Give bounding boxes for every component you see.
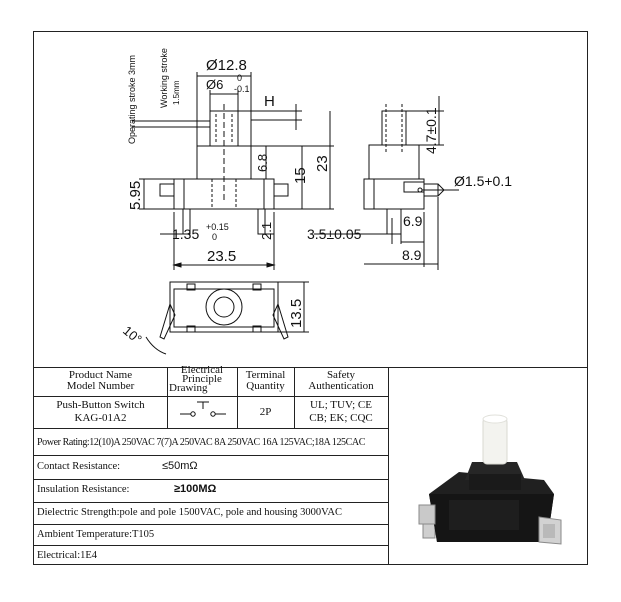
safety-certs-line2: CB; EK; CQC (309, 412, 373, 424)
dielectric-strength: Dielectric Strength:pole and pole 1500VA… (37, 507, 342, 518)
safety-certs-line1: UL; TUV; CE (310, 399, 372, 411)
header-safety-line2: Authentication (308, 380, 374, 392)
side-body-outline (363, 178, 425, 210)
spec-table: Product Name Model Number Electrical Pri… (34, 364, 587, 565)
dim-13-5: 13.5 (288, 299, 305, 328)
switch-symbol-icon (180, 401, 226, 417)
dim-1-35-tol-lower: 0 (212, 232, 217, 242)
dim-6-9: 6.9 (403, 213, 423, 229)
push-button-switch-image (418, 414, 562, 545)
contact-resistance-label: Contact Resistance: (37, 461, 121, 472)
insulation-resistance-value: ≥100MΩ (174, 483, 217, 495)
dim-working-stroke: Working stroke (159, 48, 169, 108)
dim-4-7: 4.7±0.1 (423, 107, 439, 154)
dim-8-9: 8.9 (402, 247, 422, 263)
terminal-quantity: 2P (259, 406, 272, 418)
dim-d6-tol-upper: 0 (237, 73, 242, 83)
model-number: KAG-01A2 (74, 412, 127, 424)
dim-d6: Ø6 (206, 77, 223, 92)
dim-d1-5: Ø1.5+0.1 (454, 173, 512, 189)
dim-working-stroke-value: 1.5mm (172, 80, 181, 105)
dim-1-35: 1.35 (172, 226, 199, 242)
dim-2-1: 2.1 (259, 222, 274, 240)
power-rating: Power Rating:12(10)A 250VAC 7(7)A 250VAC… (37, 437, 366, 448)
technical-drawing: Ø12.8 Ø6 0 -0.1 Operating stroke 3mm Wor… (34, 32, 587, 367)
electrical-life: Electrical:1E4 (37, 550, 98, 561)
dim-10-deg: 10° (120, 323, 145, 347)
header-electrical-line2: Principle (182, 373, 222, 385)
header-electrical-line1: Electrical (180, 364, 224, 376)
dim-15: 15 (292, 167, 309, 184)
bottom-view-circle (205, 288, 243, 326)
dim-operating-stroke: Operating stroke 3mm (127, 55, 137, 144)
header-terminal-line2: Quantity (246, 380, 285, 392)
dim-h-mark: H (264, 93, 275, 110)
product-name: Push-Button Switch (56, 399, 145, 411)
dim-23-5: 23.5 (207, 248, 236, 265)
ambient-temperature: Ambient Temperature:T105 (37, 529, 155, 540)
insulation-resistance-row: Insulation Resistance: ≥100MΩ (37, 483, 216, 495)
dim-3-5: 3.5±0.05 (307, 226, 362, 242)
dim-6-8: 6.8 (255, 154, 270, 172)
insulation-resistance-label: Insulation Resistance: (37, 484, 130, 495)
header-product-line1: Product Name (68, 369, 133, 381)
header-product-line2: Model Number (66, 380, 135, 392)
dim-5-95: 5.95 (127, 181, 144, 210)
header-terminal-line1: Terminal (245, 369, 286, 381)
dim-23: 23 (314, 155, 331, 172)
contact-resistance-row: Contact Resistance: ≤50mΩ (37, 460, 198, 472)
dim-d6-tol-lower: -0.1 (234, 84, 250, 94)
contact-resistance-value: ≤50mΩ (162, 460, 198, 472)
header-electrical-line3: Drawing (169, 382, 208, 394)
bottom-view-outline (169, 281, 279, 333)
product-photo (389, 402, 585, 565)
drawing-svg: Ø12.8 Ø6 0 -0.1 Operating stroke 3mm Wor… (120, 48, 512, 355)
datasheet: Ø12.8 Ø6 0 -0.1 Operating stroke 3mm Wor… (33, 31, 588, 565)
header-safety-line1: Safety (326, 369, 356, 381)
dim-d12-8: Ø12.8 (206, 57, 247, 74)
dim-1-35-tol-upper: +0.15 (206, 222, 229, 232)
